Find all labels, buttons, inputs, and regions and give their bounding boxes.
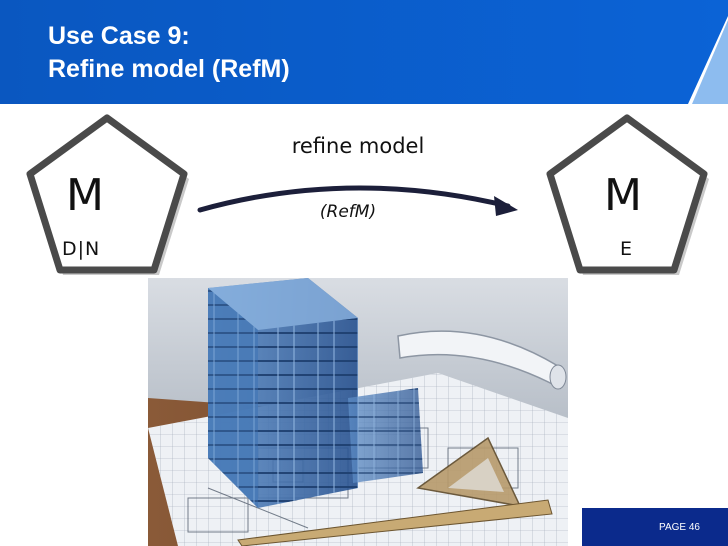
header-band [0, 0, 728, 104]
transition-arrow [197, 185, 518, 216]
model-letter: M [604, 170, 642, 221]
model-letter: M [66, 170, 104, 221]
model-pentagon-left: M D|N [20, 112, 194, 280]
transition-abbrev: (RefM) [319, 202, 377, 222]
page-number: PAGE 46 [659, 522, 700, 533]
model-sub-label: E [620, 238, 634, 260]
title-line-1: Use Case 9: [48, 22, 190, 50]
pentagon-shape [546, 114, 709, 275]
building-blueprint-image [148, 278, 568, 546]
footer-bar: PAGE 46 [582, 508, 728, 546]
transition-label: refine model [291, 134, 425, 158]
slide-header: Use Case 9: Refine model (RefM) [0, 0, 728, 104]
model-sub-label: D|N [62, 238, 101, 260]
pentagon-shape [26, 114, 189, 275]
illustration [148, 278, 568, 546]
slide-title: Use Case 9: Refine model (RefM) [48, 20, 290, 86]
model-pentagon-right: M E [540, 112, 714, 280]
title-line-2: Refine model (RefM) [48, 55, 290, 83]
